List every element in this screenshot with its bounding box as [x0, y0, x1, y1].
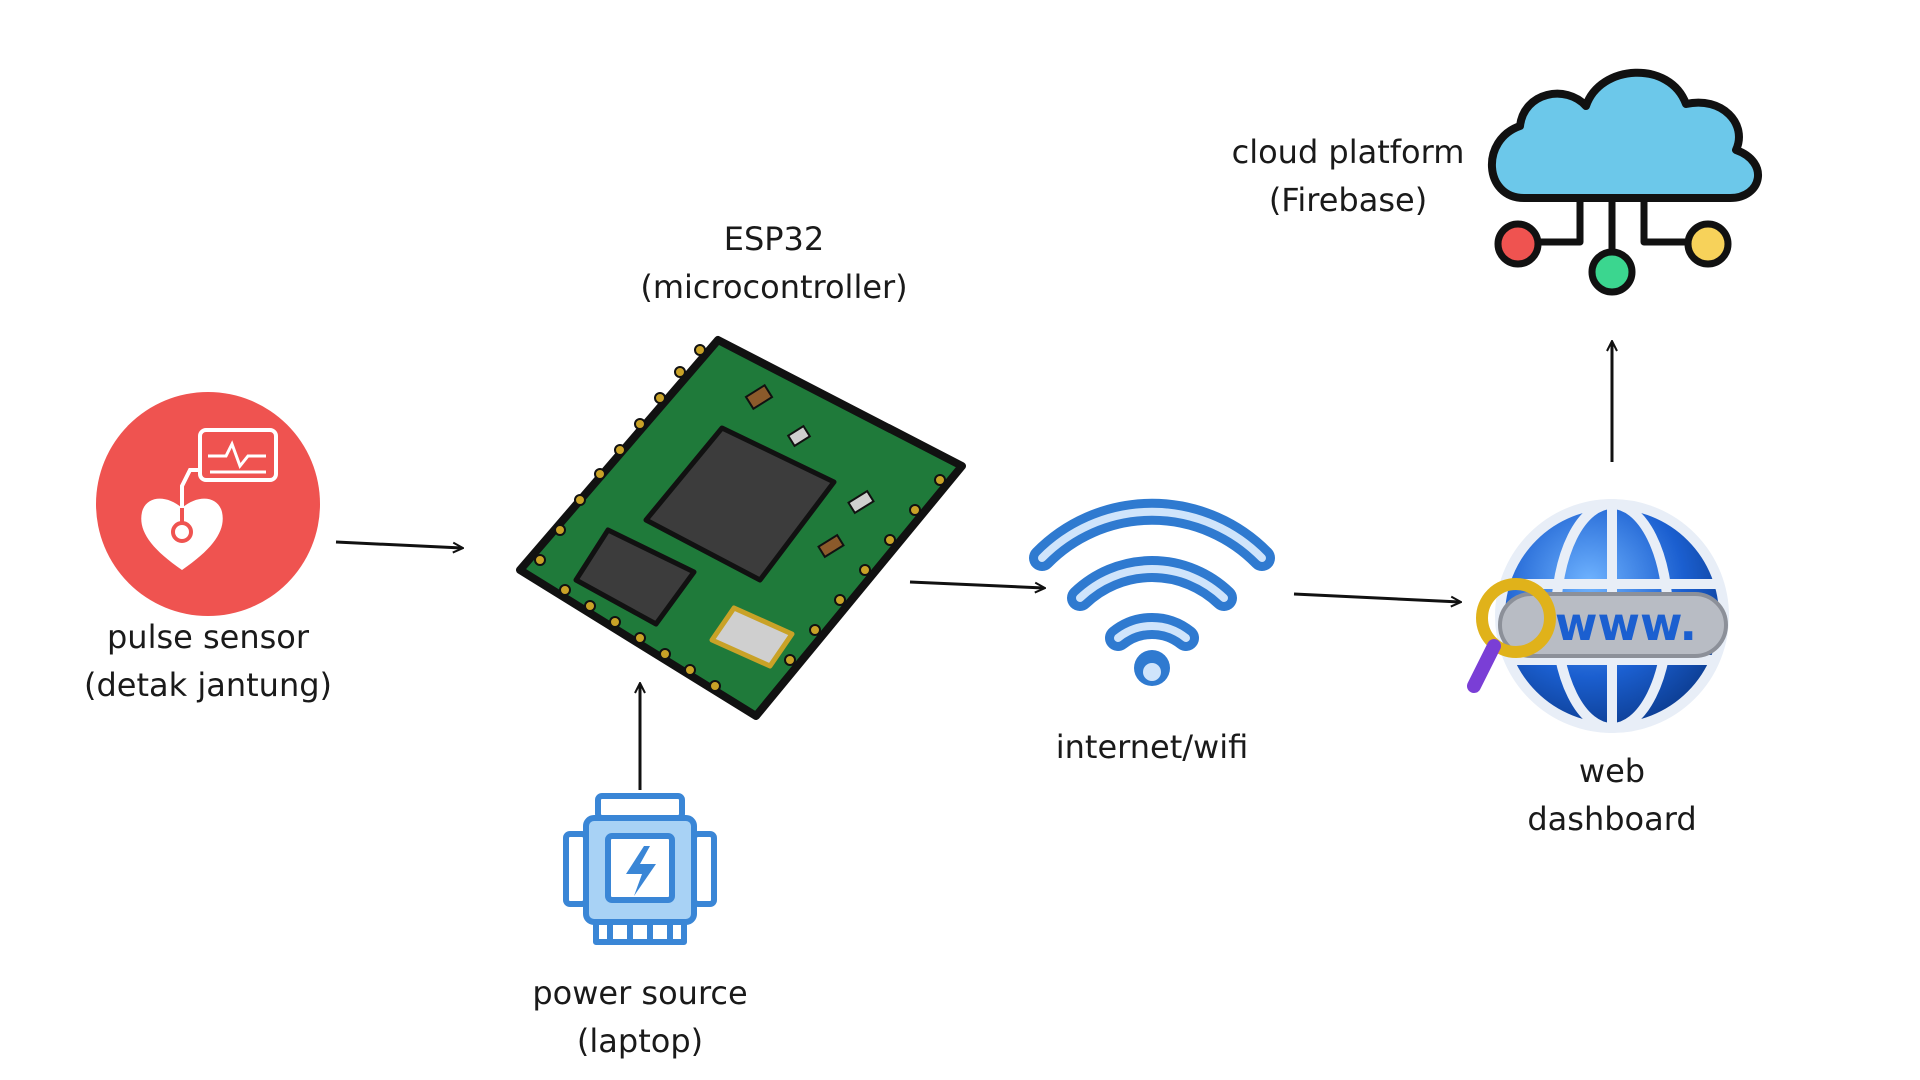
wifi-icon — [1029, 498, 1275, 686]
esp32-sublabel: (microcontroller) — [640, 268, 907, 306]
power-source-node: power source (laptop) — [532, 793, 748, 1060]
arrow-internet-to-dashboard — [1293, 592, 1460, 602]
connectors — [335, 342, 1612, 790]
arrow-pulse-to-esp32 — [335, 540, 462, 548]
circuit-board-icon — [516, 336, 966, 720]
esp32-node: ESP32 (microcontroller) — [516, 220, 966, 720]
www-badge-text: www. — [1555, 597, 1697, 651]
heart-monitor-icon — [96, 392, 320, 616]
pulse-sensor-label: pulse sensor — [107, 618, 310, 656]
internet-node: internet/wifi — [1029, 498, 1275, 766]
power-supply-icon — [563, 793, 717, 945]
www-globe-icon: www. — [1467, 499, 1729, 733]
pulse-sensor-sublabel: (detak jantung) — [84, 666, 332, 704]
cloud-node: cloud platform (Firebase) — [1232, 68, 1762, 296]
esp32-label: ESP32 — [724, 220, 825, 258]
web-dashboard-sublabel: dashboard — [1527, 800, 1696, 838]
web-dashboard-node: www. web dashboard — [1467, 499, 1729, 838]
web-dashboard-label: web — [1579, 752, 1645, 790]
arrow-esp32-to-internet — [909, 580, 1044, 588]
power-source-label: power source — [532, 974, 747, 1012]
cloud-label: cloud platform — [1232, 133, 1465, 171]
internet-label: internet/wifi — [1056, 728, 1249, 766]
cloud-sublabel: (Firebase) — [1269, 181, 1427, 219]
power-source-sublabel: (laptop) — [577, 1022, 703, 1060]
cloud-network-icon — [1488, 68, 1762, 296]
pulse-sensor-node: pulse sensor (detak jantung) — [84, 392, 332, 704]
